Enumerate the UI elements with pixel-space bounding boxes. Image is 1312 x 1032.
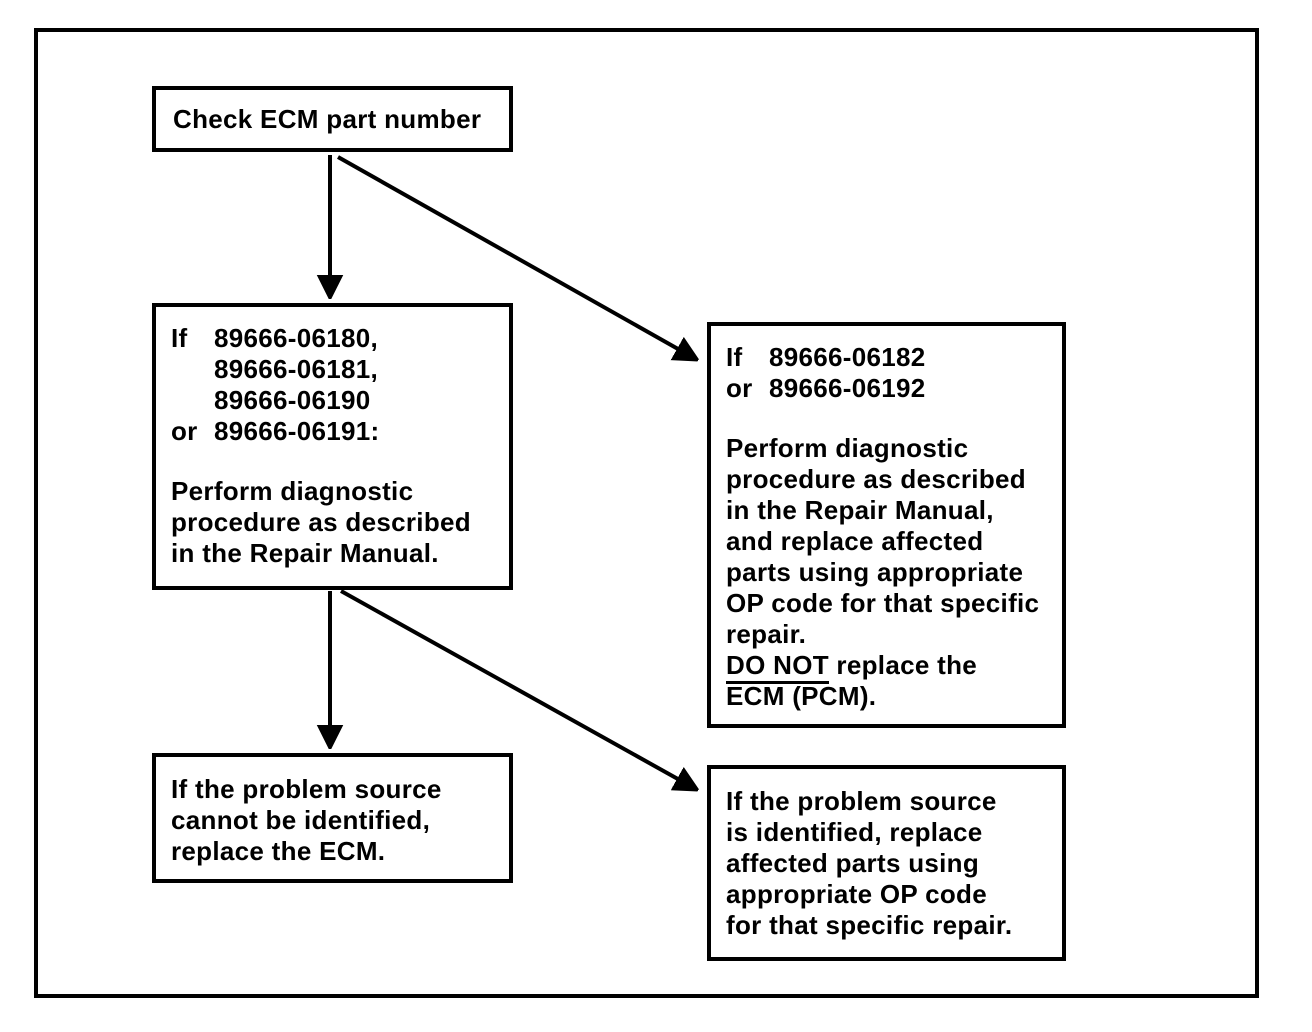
left-branch-part-numbers: 89666-06180, 89666-06181, 89666-06190 89… <box>214 323 380 446</box>
identified-text: If the problem source is identified, rep… <box>726 786 1013 940</box>
right-branch-part-numbers: 89666-06182 89666-06192 <box>769 342 926 403</box>
right-branch-instruction: Perform diagnostic procedure as describe… <box>726 433 1040 649</box>
diagram-outer-border <box>34 28 1259 998</box>
node-identified: If the problem source is identified, rep… <box>707 765 1066 961</box>
not-identified-text: If the problem source cannot be identifi… <box>171 774 442 866</box>
warning-do-not-emphasis: DO NOT <box>726 650 829 684</box>
node-check-ecm-label: Check ECM part number <box>173 103 482 134</box>
node-check-ecm: Check ECM part number <box>152 86 513 152</box>
left-branch-condition: If or 89666-06180, 89666-06181, 89666-06… <box>171 323 499 447</box>
node-not-identified: If the problem source cannot be identifi… <box>152 753 513 883</box>
warning-rest-text: replace the ECM (PCM). <box>726 650 978 711</box>
left-branch-condition-prefixes: If or <box>171 323 198 446</box>
right-branch-condition-prefixes: If or <box>726 342 753 403</box>
left-branch-instruction: Perform diagnostic procedure as describe… <box>171 476 471 568</box>
right-branch-warning: DO NOT replace the ECM (PCM). <box>726 650 1052 712</box>
right-branch-condition: If or 89666-06182 89666-06192 <box>726 342 1052 404</box>
node-right-branch: If or 89666-06182 89666-06192 Perform di… <box>707 322 1066 728</box>
node-left-branch: If or 89666-06180, 89666-06181, 89666-06… <box>152 303 513 590</box>
